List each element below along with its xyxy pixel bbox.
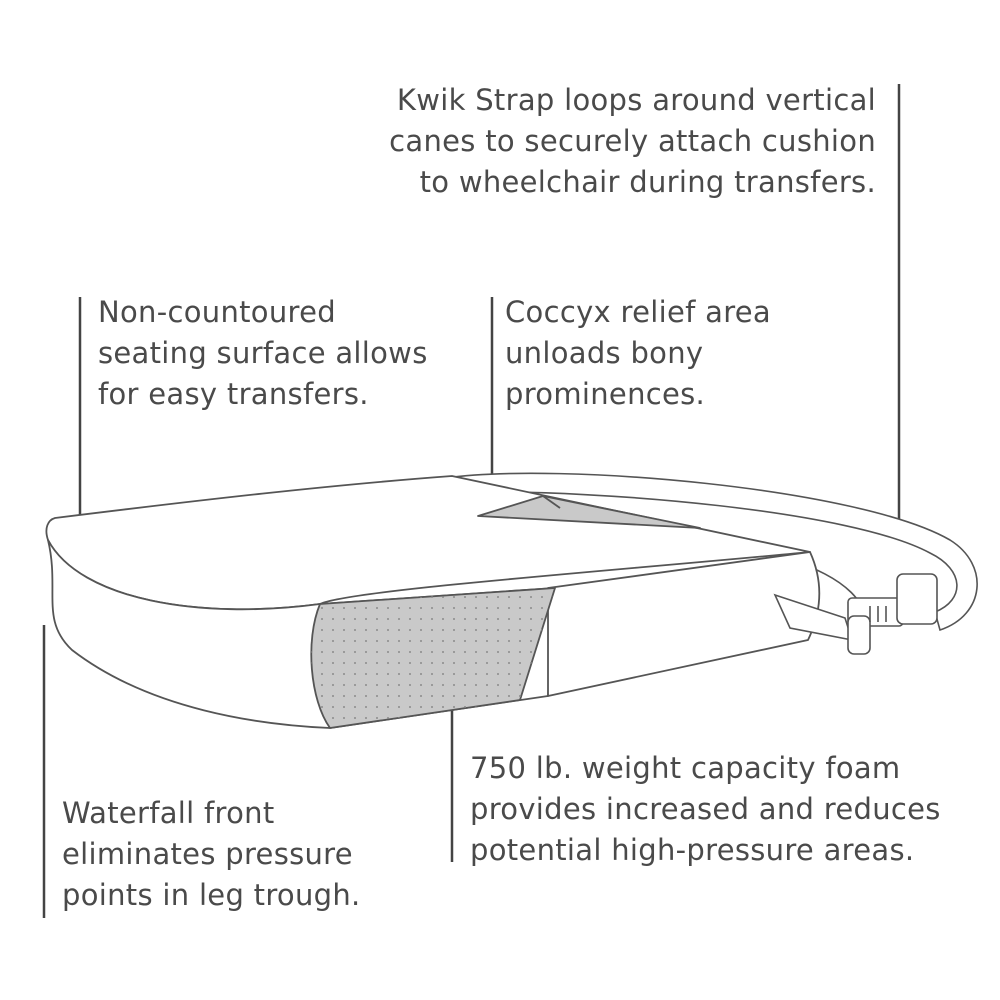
callout-line: prominences. <box>505 377 706 411</box>
callout-line: provides increased and reduces <box>470 792 941 826</box>
callout-line: potential high-pressure areas. <box>470 833 915 867</box>
callout-line: unloads bony <box>505 336 704 370</box>
callout-line: Non-countoured <box>98 295 336 329</box>
callout-line: Kwik Strap loops around vertical <box>396 83 876 117</box>
foam-cutaway-dots <box>311 588 555 728</box>
callout-waterfall: Waterfall front eliminates pressure poin… <box>62 793 361 916</box>
cushion <box>45 475 821 729</box>
callout-line: to wheelchair during transfers. <box>419 165 876 199</box>
callout-non-contoured: Non-countoured seating surface allows fo… <box>98 292 428 415</box>
strap-buckle-icon <box>773 573 938 655</box>
callout-line: seating surface allows <box>98 336 428 370</box>
callout-foam: 750 lb. weight capacity foam provides in… <box>470 748 941 871</box>
coccyx-relief-area <box>477 495 701 529</box>
callout-coccyx: Coccyx relief area unloads bony prominen… <box>505 292 771 415</box>
callout-line: canes to securely attach cushion <box>389 124 876 158</box>
callout-line: points in leg trough. <box>62 878 361 912</box>
callout-line: Coccyx relief area <box>505 295 772 329</box>
callout-line: for easy transfers. <box>98 377 369 411</box>
callout-kwik-strap: Kwik Strap loops around vertical canes t… <box>389 80 876 203</box>
callout-line: eliminates pressure <box>62 837 353 871</box>
callout-line: 750 lb. weight capacity foam <box>470 751 901 785</box>
cushion-side <box>547 551 821 697</box>
callout-line: Waterfall front <box>62 796 275 830</box>
